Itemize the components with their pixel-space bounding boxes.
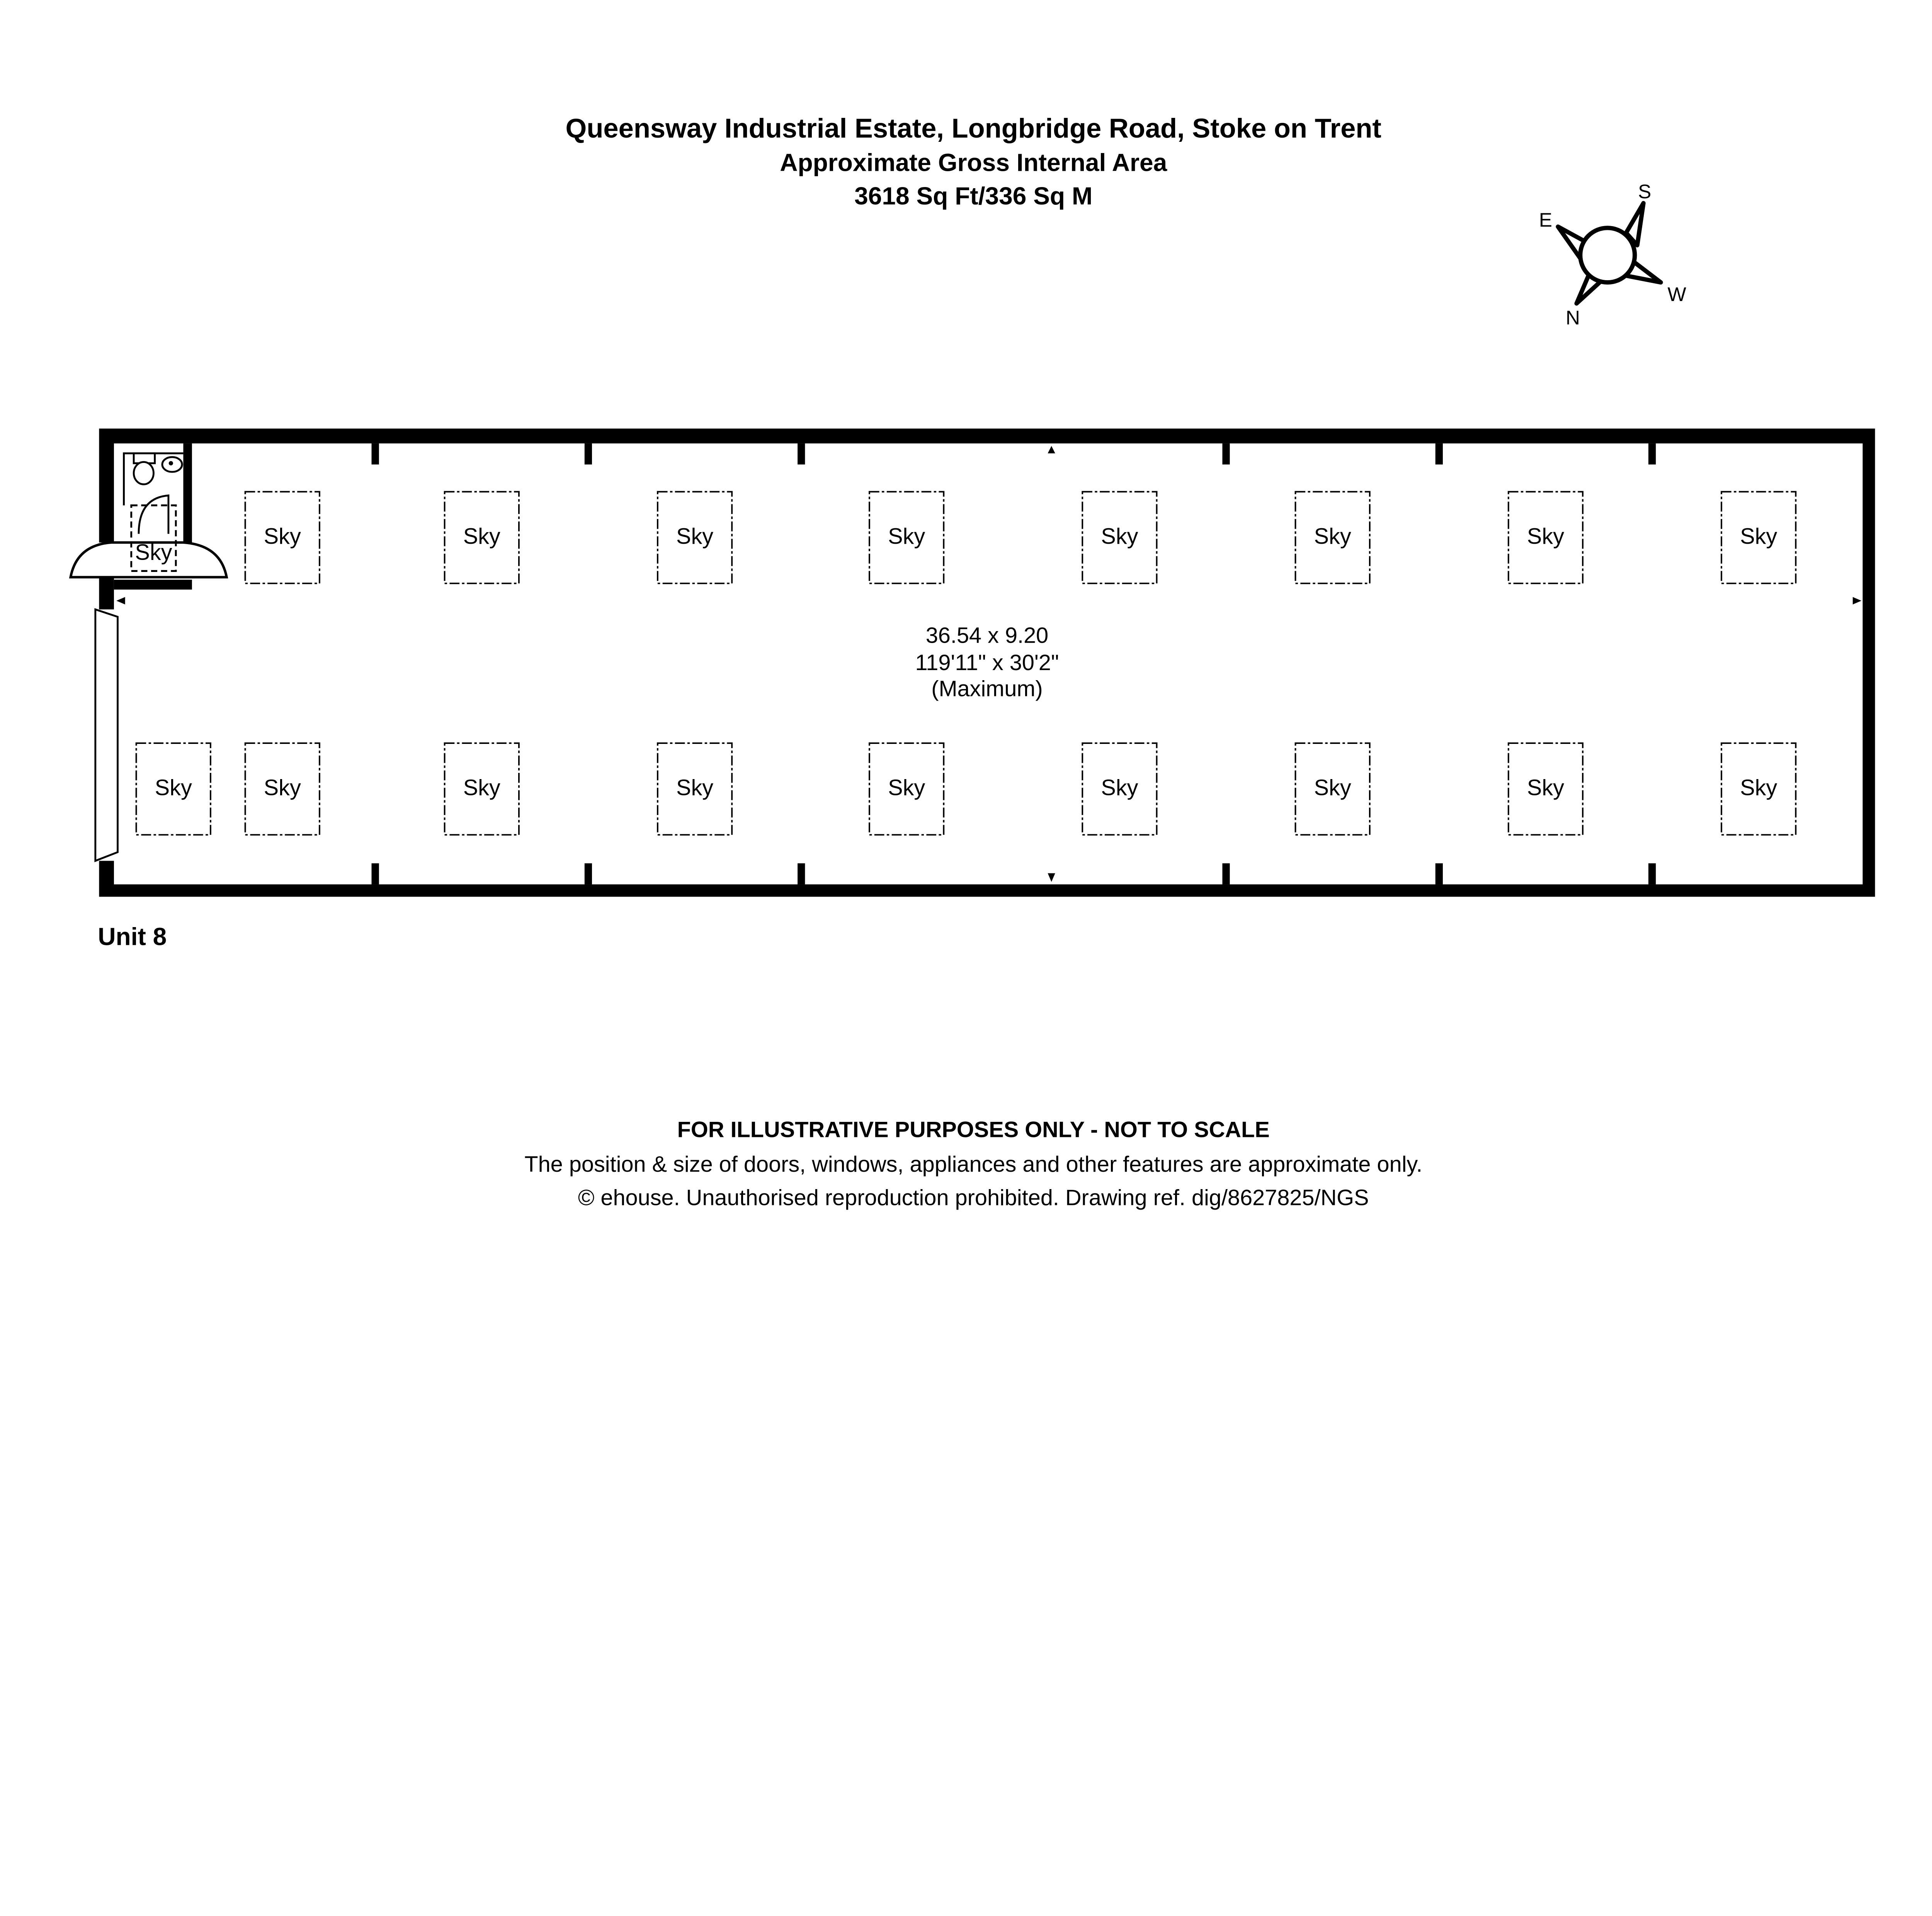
skylight-label: Sky xyxy=(888,524,925,549)
skylight: Sky xyxy=(1721,742,1797,836)
area-label: Approximate Gross Internal Area xyxy=(780,148,1167,176)
skylight-label: Sky xyxy=(264,524,301,549)
skylight: Sky xyxy=(1082,742,1158,836)
skylight-label: Sky xyxy=(463,524,500,549)
skylight: Sky xyxy=(444,742,520,836)
room-dims-note: (Maximum) xyxy=(931,676,1043,701)
compass-s: S xyxy=(1638,180,1651,202)
skylight-label: Sky xyxy=(155,776,192,800)
skylight-label: Sky xyxy=(1314,524,1351,549)
room-dims-imperial: 119'11" x 30'2" xyxy=(915,650,1059,675)
skylight: Sky xyxy=(1294,742,1371,836)
skylight: Sky xyxy=(869,742,945,836)
toilet-bowl-icon xyxy=(133,461,155,485)
skylight-label: Sky xyxy=(135,540,172,565)
skylight: Sky xyxy=(657,491,733,584)
roller-door xyxy=(94,608,119,863)
skylight-label: Sky xyxy=(1101,776,1138,800)
footer-note: The position & size of doors, windows, a… xyxy=(524,1152,1422,1177)
door-markers xyxy=(116,446,1862,882)
skylight: Sky xyxy=(444,491,520,584)
skylight-label: Sky xyxy=(676,776,713,800)
skylight-label: Sky xyxy=(264,776,301,800)
compass-icon xyxy=(1556,201,1663,306)
skylight: Sky xyxy=(135,742,211,836)
skylight: Sky xyxy=(1507,491,1584,584)
address-title: Queensway Industrial Estate, Longbridge … xyxy=(566,113,1381,143)
footer-disclaimer: FOR ILLUSTRATIVE PURPOSES ONLY - NOT TO … xyxy=(677,1117,1270,1142)
skylight-label: Sky xyxy=(1527,776,1564,800)
compass-n: N xyxy=(1566,307,1580,329)
skylight: Sky xyxy=(1507,742,1584,836)
skylight: Sky xyxy=(1082,491,1158,584)
skylight-label: Sky xyxy=(1527,524,1564,549)
skylight: Sky xyxy=(1721,491,1797,584)
skylight-label: Sky xyxy=(1740,524,1777,549)
skylight: Sky xyxy=(869,491,945,584)
skylight-label: Sky xyxy=(1314,776,1351,800)
wc-fixtures xyxy=(123,452,184,534)
walls xyxy=(99,428,1875,897)
skylight-label: Sky xyxy=(1740,776,1777,800)
skylight-label: Sky xyxy=(463,776,500,800)
room-dims-metric: 36.54 x 9.20 xyxy=(926,623,1049,648)
skylight-wc: Sky xyxy=(130,504,177,572)
skylight: Sky xyxy=(1294,491,1371,584)
skylight: Sky xyxy=(244,491,320,584)
compass-w: W xyxy=(1668,283,1687,305)
compass-e: E xyxy=(1539,209,1552,231)
skylight-label: Sky xyxy=(888,776,925,800)
skylight: Sky xyxy=(657,742,733,836)
area-value: 3618 Sq Ft/336 Sq M xyxy=(854,182,1092,210)
unit-label: Unit 8 xyxy=(98,923,167,951)
footer-copyright: © ehouse. Unauthorised reproduction proh… xyxy=(578,1186,1369,1210)
skylight-label: Sky xyxy=(1101,524,1138,549)
skylight: Sky xyxy=(244,742,320,836)
skylight-label: Sky xyxy=(676,524,713,549)
floor-plan: Queensway Industrial Estate, Longbridge … xyxy=(69,113,1875,1210)
